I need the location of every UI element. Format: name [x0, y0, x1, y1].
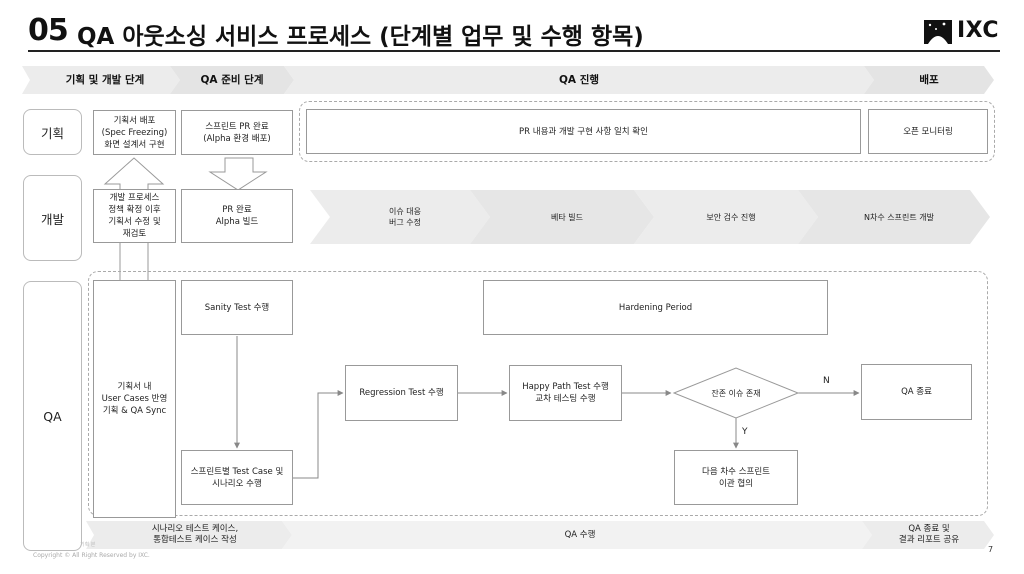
- dev-step-issue-fix: 이슈 대응 버그 수정: [389, 207, 421, 227]
- bottom-chevron-1: [86, 521, 292, 549]
- dev-step-beta-build: 베타 빌드: [551, 212, 583, 222]
- phase-chevron-2: [170, 66, 294, 94]
- phase-chevron-4: [864, 66, 994, 94]
- logo-text: IXC: [957, 18, 1000, 43]
- row-label-qa: QA: [23, 281, 82, 551]
- watermark-text: 기획 본: [80, 542, 96, 548]
- box-next-sprint: 다음 차수 스프린트 이관 협의: [674, 450, 798, 505]
- phase-label-planning-dev: 기획 및 개발 단계: [65, 74, 145, 86]
- box-sprint-pr: 스프린트 PR 완료 (Alpha 환경 배포): [181, 110, 293, 155]
- header-divider: [28, 50, 1000, 52]
- branch-label-n: N: [823, 376, 830, 386]
- branch-label-y: Y: [742, 427, 748, 437]
- logo-star-icon: [924, 20, 952, 44]
- phase-label-qa-progress: QA 진행: [558, 74, 600, 86]
- box-sanity-test: Sanity Test 수행: [181, 280, 293, 335]
- decision-diamond: [672, 367, 800, 419]
- bottom-phase-scenario: 시나리오 테스트 케이스, 통합테스트 케이스 작성: [151, 524, 239, 545]
- phase-chevron-1: [22, 66, 180, 94]
- qa-dashed-region: [88, 271, 988, 516]
- box-qa-sync: 기획서 내 User Cases 반영 기획 & QA Sync: [93, 280, 176, 518]
- down-arrow-shape: [208, 157, 268, 191]
- dev-chevron-1: [310, 190, 490, 244]
- dev-chevron-3: [634, 190, 818, 244]
- page-title: QA 아웃소싱 서비스 프로세스 (단계별 업무 및 수행 항목): [77, 24, 644, 50]
- bottom-chevron-3: [862, 521, 994, 549]
- dev-step-n-sprint: N차수 스프린트 개발: [864, 212, 934, 222]
- phase-label-release: 배포: [919, 74, 939, 86]
- section-number: 05: [28, 13, 69, 48]
- box-pr-alpha-build: PR 완료 Alpha 빌드: [181, 189, 293, 243]
- connector-testcase-regression: [293, 390, 344, 479]
- box-qa-end: QA 종료: [861, 364, 972, 420]
- row-label-dev: 개발: [23, 175, 82, 261]
- box-regression-test: Regression Test 수행: [345, 365, 458, 421]
- bottom-chevron-2: [282, 521, 872, 549]
- box-open-monitoring: 오픈 모니터링: [868, 109, 988, 154]
- page-number: 7: [988, 545, 994, 554]
- bottom-phase-qa-run: QA 수행: [564, 529, 596, 540]
- box-happy-path-test: Happy Path Test 수행 교차 테스팅 수행: [509, 365, 622, 421]
- copyright-text: Copyright © All Right Reserved by IXC.: [33, 552, 150, 559]
- box-hardening-period: Hardening Period: [483, 280, 828, 335]
- box-spec-freezing: 기획서 배포 (Spec Freezing) 화면 설계서 구현: [93, 110, 176, 155]
- box-dev-process: 개발 프로세스 정책 확정 이후 기획서 수정 및 재검토: [93, 189, 176, 243]
- phase-label-qa-prep: QA 준비 단계: [200, 74, 264, 86]
- box-pr-check: PR 내용과 개발 구현 사항 일치 확인: [306, 109, 861, 154]
- dev-step-security-review: 보안 검수 진행: [706, 212, 756, 222]
- planning-dashed-region: [299, 101, 995, 162]
- dev-chevron-4: [798, 190, 990, 244]
- box-sprint-test-case: 스프린트별 Test Case 및 시나리오 수행: [181, 450, 293, 505]
- row-label-planning: 기획: [23, 109, 82, 155]
- phase-chevron-3: [284, 66, 874, 94]
- dev-chevron-2: [470, 190, 654, 244]
- bottom-phase-qa-end-report: QA 종료 및 결과 리포트 공유: [898, 524, 960, 545]
- decision-remaining-issues: 잔존 이슈 존재: [711, 388, 761, 398]
